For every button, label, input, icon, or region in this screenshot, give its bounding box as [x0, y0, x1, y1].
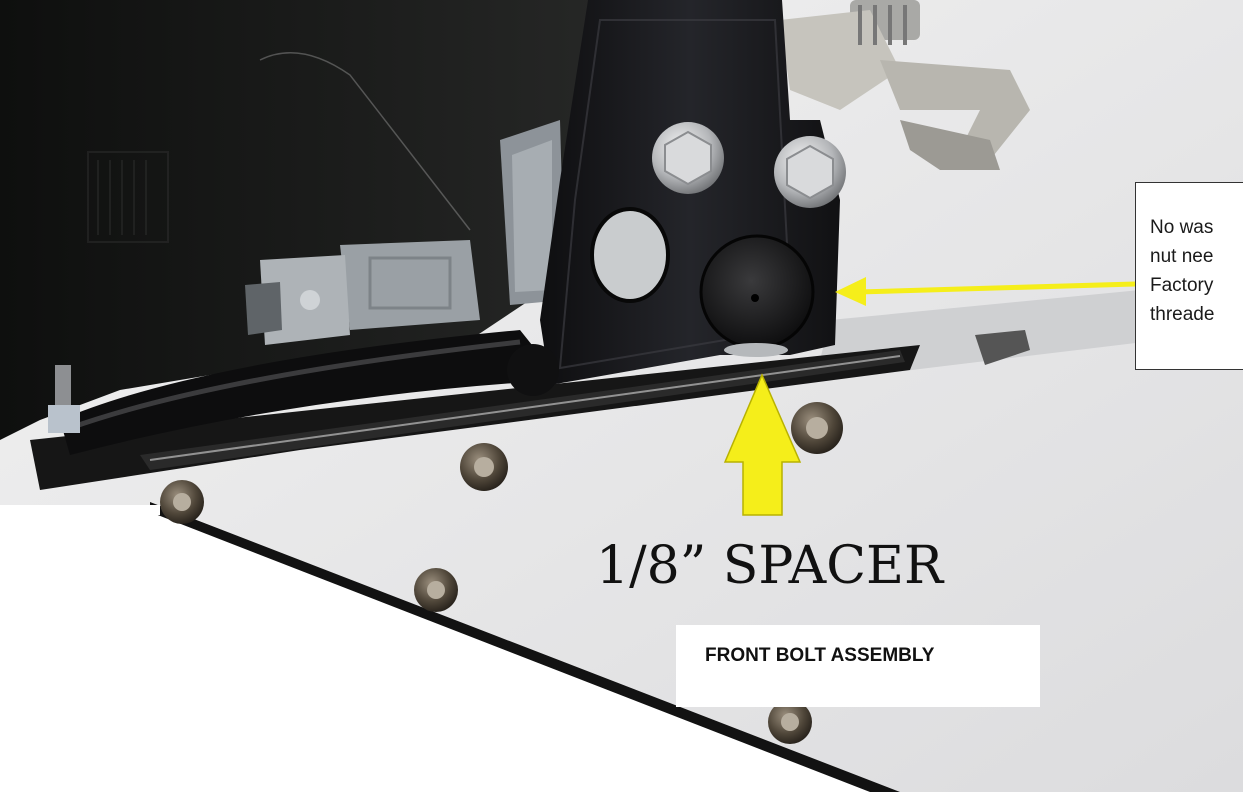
panel-nut: [768, 700, 812, 744]
callout-line-1: No was: [1150, 217, 1214, 238]
rubber-plug: [699, 234, 815, 350]
arrow-to-plug: [835, 277, 1136, 306]
spacer-label: 1/8” SPACER: [596, 536, 944, 596]
callout-line-4: threade: [1150, 304, 1215, 325]
bracket-hole: [592, 209, 668, 301]
panel-nut: [160, 480, 204, 524]
bolt-left: [652, 122, 724, 194]
panel-nut: [414, 568, 458, 612]
latch-connector: [245, 240, 480, 345]
left-stud: [48, 365, 80, 433]
panel-nut: [460, 443, 508, 491]
bolt-right: [774, 136, 846, 208]
callout-line-3: Factory: [1150, 275, 1214, 296]
assembly-label: FRONT BOLT ASSEMBLY: [705, 645, 935, 666]
dark-shield: [0, 0, 600, 440]
cross-tube: [60, 330, 560, 455]
spacer-washer: [724, 343, 788, 357]
shield-embossing: [87, 51, 471, 243]
latch-mechanism: [780, 0, 1030, 170]
callout-box: No was nut nee Factory threade: [1135, 182, 1243, 370]
panel-nut: [791, 402, 843, 454]
callout-line-2: nut nee: [1150, 246, 1214, 267]
panel-edge: [150, 502, 900, 792]
rail-slot: [975, 330, 1030, 365]
arrow-to-spacer: [723, 373, 802, 516]
assembly-label-box: FRONT BOLT ASSEMBLY: [676, 625, 1040, 707]
